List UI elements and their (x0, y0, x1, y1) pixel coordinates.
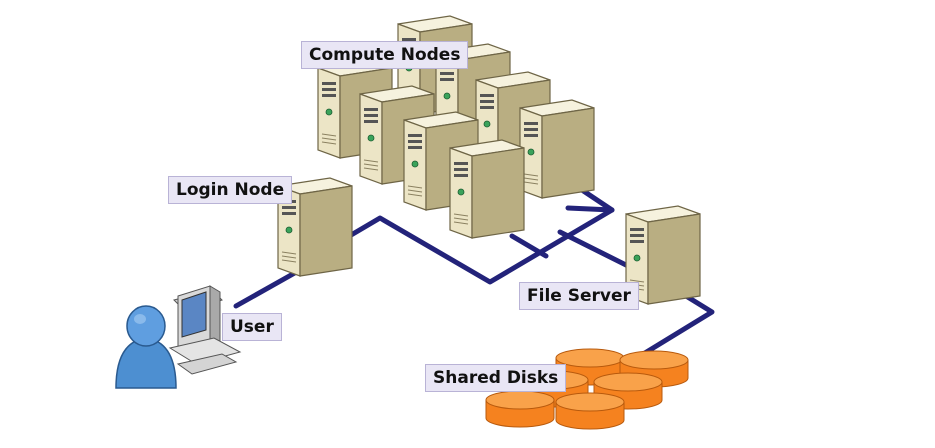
user-person-icon (115, 305, 177, 389)
network-links (233, 187, 715, 359)
disk-cylinder-icon (555, 392, 625, 430)
link-user-login (233, 267, 303, 309)
file-server-label: File Server (519, 282, 639, 310)
link-fileserver-disks (637, 293, 715, 359)
user-label: User (222, 313, 282, 341)
link-login-network (343, 187, 615, 285)
server-tower-icon (449, 139, 525, 239)
link-compute-branch-a (509, 233, 549, 259)
disk-cylinder-icon (485, 390, 555, 428)
server-tower-icon (519, 99, 595, 199)
desktop-computer-icon (168, 285, 242, 375)
login-node-label: Login Node (168, 176, 293, 204)
shared-disks-label: Shared Disks (425, 364, 567, 392)
link-compute-branch-b (565, 205, 615, 213)
compute-nodes-label: Compute Nodes (301, 41, 469, 69)
